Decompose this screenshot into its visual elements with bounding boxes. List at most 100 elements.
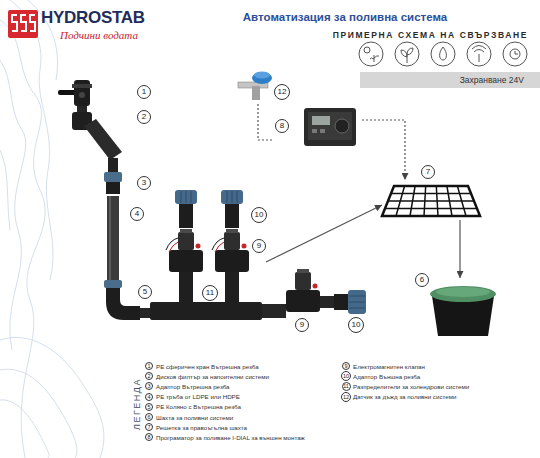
legend-number: 6 — [145, 413, 153, 421]
legend-text: Решетка за правоъгълна шахта — [156, 424, 247, 431]
legend-text: Програматор за поливане I-DIAL за външен… — [156, 434, 305, 441]
diagram-subtitle: ПРИМЕРНА СХЕМА НА СВЪРЗВАНЕ — [333, 30, 528, 40]
solenoid-wire — [169, 242, 178, 252]
controller-panel — [308, 112, 352, 140]
nut-ridges — [181, 191, 191, 203]
adaptor-body — [106, 182, 120, 194]
topo-line — [0, 369, 77, 458]
nut-ridges — [227, 191, 237, 203]
grate-frame — [382, 186, 480, 216]
solenoid-valve — [286, 269, 334, 312]
component-area: 9 — [162, 228, 266, 274]
solenoid-wire — [166, 238, 178, 250]
pipe-piece — [320, 296, 334, 308]
legend-text: Датчик за дъжд за поливни системи — [353, 393, 456, 400]
legend-number: 9 — [342, 362, 350, 370]
elbow-body — [106, 288, 140, 320]
legend-text: PE Коляно с Вътрешна резба — [156, 403, 241, 410]
valve-body — [215, 250, 249, 272]
connector-arrow — [362, 120, 405, 180]
valve-handle — [58, 90, 76, 95]
adaptor-nut — [104, 172, 122, 182]
solenoid — [178, 232, 194, 250]
filter-bowl — [84, 119, 122, 160]
connector-arrow — [258, 104, 272, 140]
component-area: 10 — [166, 186, 266, 228]
topo-line — [0, 150, 10, 230]
pipe-piece — [108, 158, 118, 173]
manifold — [150, 272, 286, 320]
topo-line — [0, 400, 49, 458]
component-area: 7 — [382, 180, 480, 220]
controller-display — [312, 116, 330, 125]
box-lid-top — [436, 287, 490, 297]
sensor-cap — [252, 72, 272, 84]
diagram-title: Автоматизация за поливна система — [243, 11, 447, 23]
solenoid — [295, 272, 311, 290]
bleed-knob — [313, 284, 318, 289]
legend-text: Шахта за поливни системи — [156, 414, 233, 421]
component-area: 2 — [58, 110, 154, 164]
component-area: 1 — [58, 76, 154, 108]
callout-number: 8 — [275, 119, 289, 133]
solenoid — [224, 232, 240, 250]
power-supply-label: Захранване 24V — [360, 72, 540, 88]
component-area: 9 — [284, 266, 324, 334]
legend-text: PE тръба от LDPE или HDPE — [156, 393, 240, 400]
pe-elbow — [104, 280, 152, 320]
connector-arrow — [459, 220, 460, 278]
adaptor-body — [179, 204, 193, 228]
bleed-knob — [196, 244, 201, 249]
icon-drop — [440, 47, 447, 60]
topo-lines — [0, 0, 104, 458]
component-area: 5 — [100, 280, 152, 322]
callout-number: 1 — [137, 85, 151, 99]
callout-number: 11 — [202, 285, 218, 301]
callout-number: 5 — [138, 285, 152, 299]
solenoid-cap — [226, 229, 238, 233]
icon-leaf — [401, 48, 413, 63]
icon-ring — [359, 42, 383, 66]
brand-slogan: Подчини водата — [60, 29, 138, 41]
solenoid-valve-pair — [166, 229, 249, 272]
adaptor-female — [104, 172, 122, 194]
solenoid-cap — [297, 269, 309, 273]
connector-arrow — [266, 205, 382, 262]
icon-ring — [431, 42, 455, 66]
valve-ring — [72, 84, 92, 88]
component-area: 6 — [412, 278, 516, 340]
controller-button — [320, 129, 325, 133]
adaptor-nut — [175, 190, 197, 204]
manifold-stub — [179, 272, 193, 304]
valve-box-grate — [382, 186, 480, 216]
callout-number: 6 — [415, 273, 429, 287]
valve-body — [286, 290, 320, 312]
legend-text: Разпределители за холендрови системи — [353, 383, 469, 390]
pipe-shine — [109, 196, 111, 282]
icon-ring — [467, 42, 491, 66]
legend-text: Адаптор Вътрешна резба — [156, 383, 230, 390]
component-area: 10 — [332, 288, 372, 334]
logo-s — [30, 15, 35, 31]
callout-number: 9 — [252, 239, 266, 253]
icon-plant — [370, 55, 379, 62]
valve-body — [169, 250, 203, 272]
icon-clock-hands — [515, 51, 518, 54]
adaptor-nut — [221, 190, 243, 204]
solenoid-wire — [215, 242, 224, 252]
logo-s — [12, 15, 17, 31]
topo-line — [0, 337, 104, 458]
valve-stem — [79, 92, 85, 98]
disc-filter — [72, 112, 122, 173]
nut-ridges — [349, 296, 365, 308]
icon-sun — [364, 47, 370, 53]
legend-text: Адаптор Външна резба — [353, 373, 420, 380]
component-area: 4 — [100, 198, 146, 280]
ball-valve — [58, 80, 92, 112]
logo-square — [8, 10, 38, 38]
legend-number: 4 — [145, 393, 153, 401]
manifold-pipe — [150, 302, 262, 320]
legend-text: Електромагнитен клапан — [353, 363, 425, 370]
box-lid — [430, 286, 496, 302]
power-band: Захранване 24V — [360, 72, 540, 88]
